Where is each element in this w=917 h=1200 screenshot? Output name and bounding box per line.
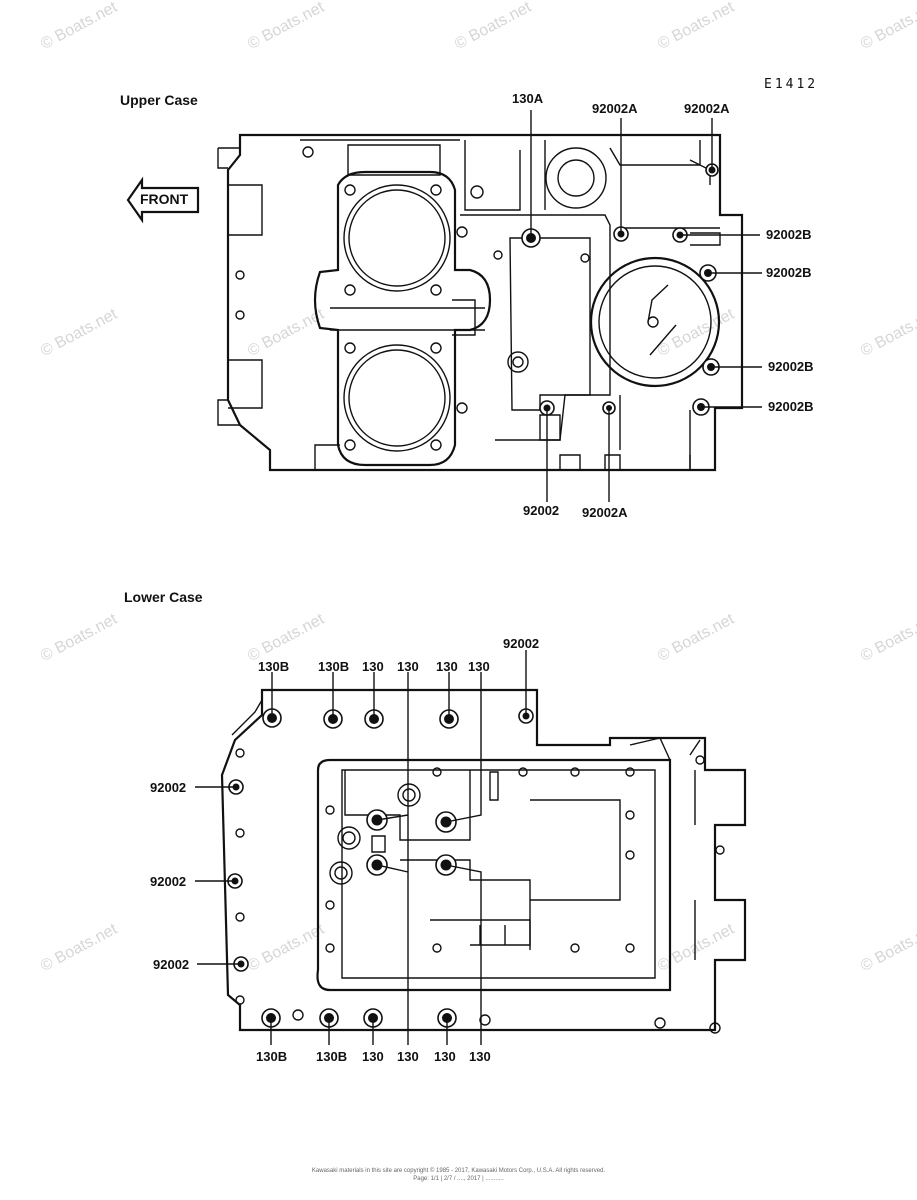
- lower-callout-130: 130: [397, 659, 419, 674]
- lower-callout-130b: 130B: [318, 659, 350, 674]
- upper-callout-92002: 92002: [523, 503, 560, 518]
- lower-callout-92002: 92002: [153, 957, 190, 972]
- lower-case-title: Lower Case: [124, 589, 203, 605]
- upper-callout-92002a: 92002A: [592, 101, 638, 116]
- lower-callout-130b: 130B: [316, 1049, 348, 1064]
- upper-callout-92002a: 92002A: [582, 505, 628, 520]
- lower-callout-130: 130: [362, 659, 384, 674]
- upper-callout-130a: 130A: [512, 91, 544, 106]
- upper-callout-92002a: 92002A: [684, 101, 730, 116]
- upper-case-title: Upper Case: [120, 92, 198, 108]
- upper-callout-92002b: 92002B: [768, 399, 814, 414]
- lower-callout-92002: 92002: [150, 874, 187, 889]
- upper-callout-92002b: 92002B: [768, 359, 814, 374]
- front-arrow-label: FRONT: [140, 191, 189, 207]
- lower-case-drawing: [195, 650, 747, 1045]
- lower-callout-92002: 92002: [503, 636, 540, 651]
- lower-callout-130b: 130B: [258, 659, 290, 674]
- lower-callout-92002: 92002: [150, 780, 187, 795]
- copyright-line: Kawasaki materials in this site are copy…: [311, 1168, 606, 1174]
- upper-case-drawing: [126, 110, 762, 502]
- page-info-line: Page: 1/1 | 2/7 / ...., 2017 | .........…: [413, 1176, 504, 1182]
- lower-callout-130: 130: [469, 1049, 491, 1064]
- diagram-code: E1412: [764, 77, 819, 92]
- lower-callout-130: 130: [362, 1049, 384, 1064]
- upper-callout-92002b: 92002B: [766, 227, 812, 242]
- upper-callout-92002b: 92002B: [766, 265, 812, 280]
- lower-callout-130: 130: [436, 659, 458, 674]
- lower-callout-130: 130: [397, 1049, 419, 1064]
- lower-callout-130: 130: [434, 1049, 456, 1064]
- lower-callout-130b: 130B: [256, 1049, 288, 1064]
- lower-callout-130: 130: [468, 659, 490, 674]
